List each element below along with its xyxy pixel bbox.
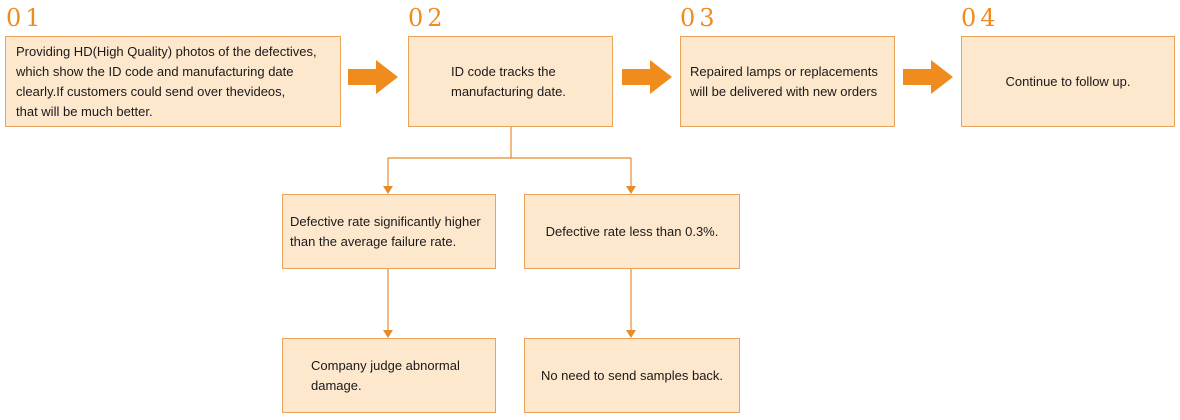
- branch-right-result-text: No need to send samples back.: [540, 367, 724, 383]
- branch-right-result-box: No need to send samples back.: [524, 338, 740, 413]
- branch-right-condition-text: Defective rate less than 0.3%.: [545, 223, 719, 239]
- step-1-number: 01: [6, 4, 45, 32]
- step-4-number: 04: [961, 4, 1000, 32]
- arrowhead-icon: [626, 186, 636, 194]
- step-3-box: Repaired lamps or replacements will be d…: [680, 36, 895, 127]
- branch-left-condition-box: Defective rate significantly higher than…: [282, 194, 496, 269]
- branch-left-result-text: Company judge abnormal damage.: [311, 357, 460, 393]
- step-3-text: Repaired lamps or replacements will be d…: [690, 63, 878, 99]
- step-3-number: 03: [680, 4, 719, 32]
- branch-left-result-box: Company judge abnormal damage.: [282, 338, 496, 413]
- branch-right-condition-box: Defective rate less than 0.3%.: [524, 194, 740, 269]
- step-1-box: Providing HD(High Quality) photos of the…: [5, 36, 341, 127]
- branch-left-condition-text: Defective rate significantly higher than…: [290, 213, 481, 249]
- arrowhead-icon: [626, 330, 636, 338]
- step-2-box: ID code tracks the manufacturing date.: [408, 36, 613, 127]
- arrow-right-icon: [903, 60, 953, 94]
- arrow-right-icon: [348, 60, 398, 94]
- step-4-text: Continue to follow up.: [1005, 73, 1131, 89]
- arrowhead-icon: [383, 330, 393, 338]
- step-2-number: 02: [408, 4, 447, 32]
- step-4-box: Continue to follow up.: [961, 36, 1175, 127]
- arrowhead-icon: [383, 186, 393, 194]
- arrow-right-icon: [622, 60, 672, 94]
- step-2-text: ID code tracks the manufacturing date.: [451, 63, 566, 99]
- step-1-text: Providing HD(High Quality) photos of the…: [16, 43, 317, 119]
